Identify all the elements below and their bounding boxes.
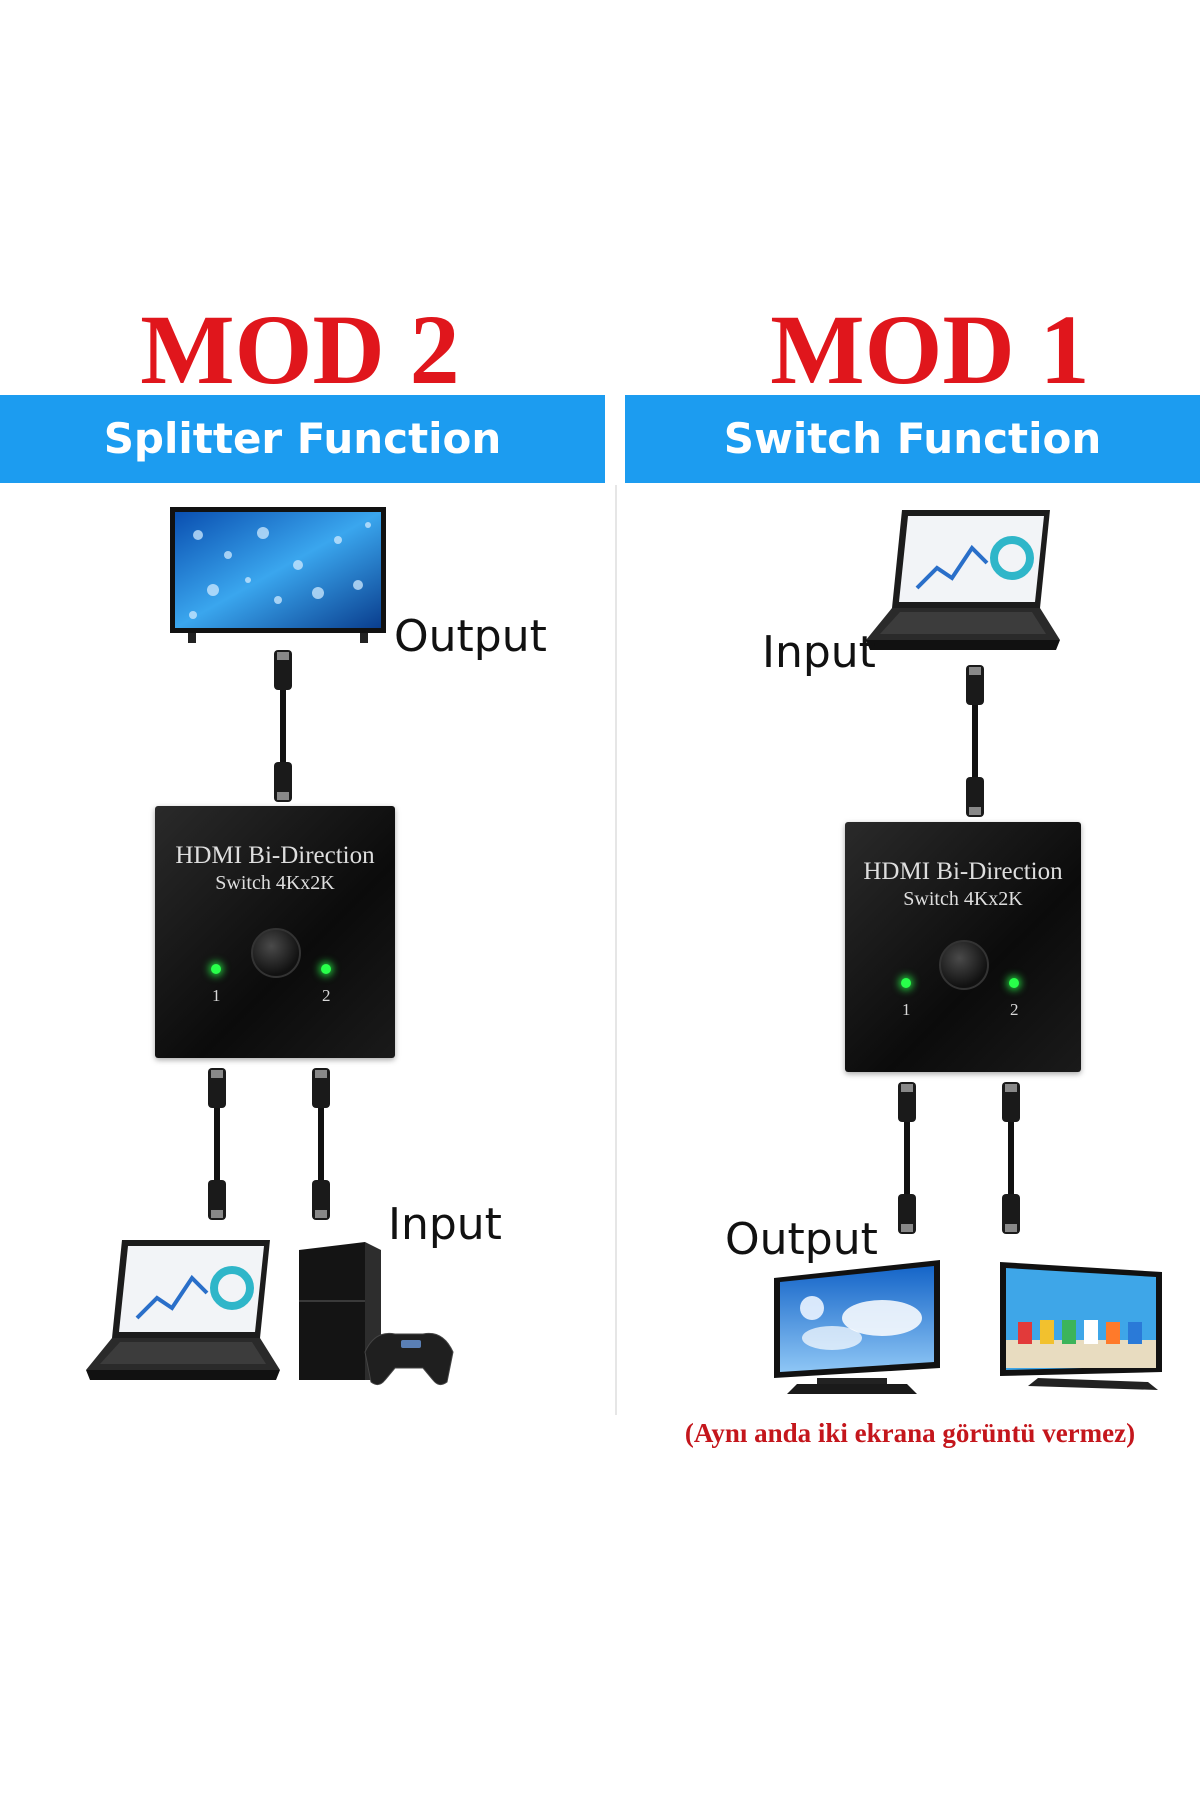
tv-output-icon: [170, 507, 386, 643]
splitter-function-banner: Splitter Function: [0, 395, 605, 483]
mode-1-title: MOD 1: [770, 294, 1090, 405]
tv-output-2-icon: [1000, 1262, 1162, 1390]
hdmi-switch-device: HDMI Bi-Direction Switch 4Kx2K 1 2: [845, 822, 1081, 1072]
hdmi-switch-device: HDMI Bi-Direction Switch 4Kx2K 1 2: [155, 806, 395, 1058]
laptop-input-icon: [866, 510, 1060, 650]
switch-button: [939, 940, 989, 990]
led-1-icon: [901, 978, 911, 988]
hdmi-cable-2: [312, 1068, 330, 1220]
led-2-icon: [321, 964, 331, 974]
hdmi-cable-2: [1002, 1082, 1020, 1234]
output-label: Output: [725, 1214, 878, 1265]
switch-button: [251, 928, 301, 978]
port-2-label: 2: [1010, 1000, 1019, 1019]
column-divider: [615, 485, 617, 1415]
port-1-label: 1: [212, 986, 221, 1005]
input-label: Input: [388, 1199, 502, 1250]
hdmi-cable-1: [208, 1068, 226, 1220]
switch-function-banner: Switch Function: [625, 395, 1200, 483]
game-console-input-icon: [299, 1242, 454, 1386]
input-label: Input: [762, 627, 876, 678]
port-2-label: 2: [322, 986, 331, 1005]
warning-note: (Aynı anda iki ekrana görüntü vermez): [684, 1418, 1136, 1448]
port-1-label: 1: [902, 1000, 911, 1019]
device-title: HDMI Bi-Direction: [863, 858, 1063, 885]
output-label: Output: [394, 611, 547, 662]
led-1-icon: [211, 964, 221, 974]
hdmi-cable-top: [274, 650, 292, 802]
hdmi-cable-1: [898, 1082, 916, 1234]
mode-2-title: MOD 2: [140, 294, 460, 405]
device-subtitle: Switch 4Kx2K: [903, 888, 1023, 910]
tv-output-1-icon: [774, 1260, 940, 1394]
laptop-input-icon: [86, 1240, 280, 1380]
hdmi-cable-top: [966, 665, 984, 817]
device-subtitle: Switch 4Kx2K: [215, 872, 335, 894]
led-2-icon: [1009, 978, 1019, 988]
device-title: HDMI Bi-Direction: [175, 842, 375, 869]
